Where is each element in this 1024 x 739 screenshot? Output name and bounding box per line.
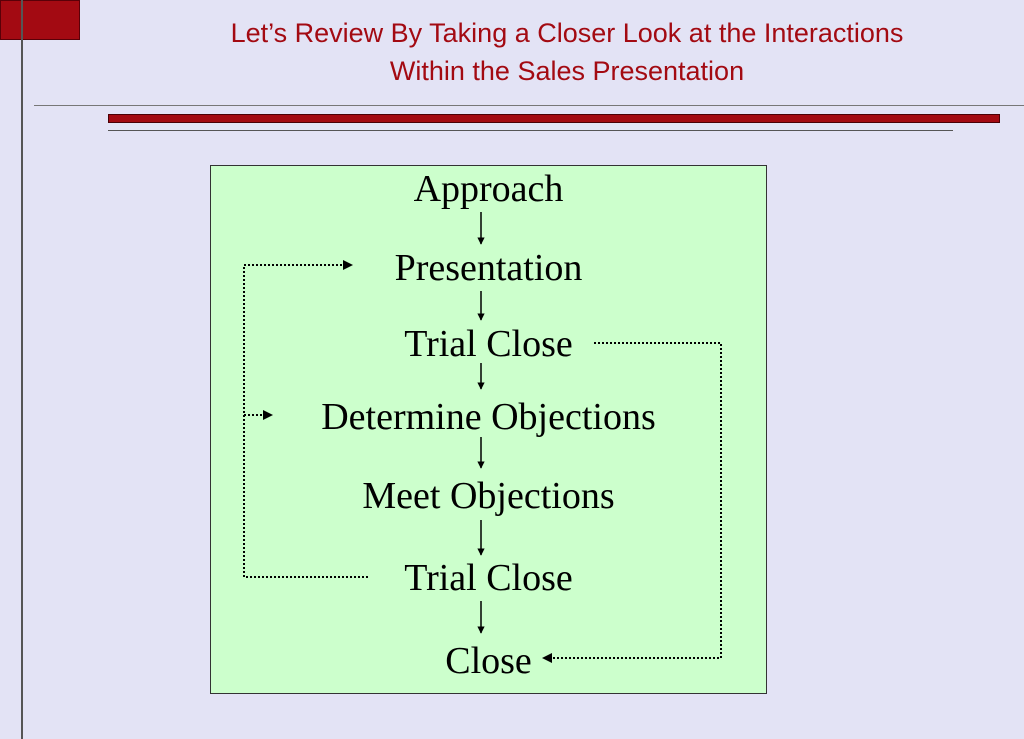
step-approach: Approach bbox=[413, 168, 564, 210]
thin-accent-rule bbox=[108, 130, 953, 131]
corner-accent-block bbox=[0, 0, 80, 40]
slide-title-line-1: Let’s Review By Taking a Closer Look at … bbox=[230, 18, 904, 48]
step-meet-objections: Meet Objections bbox=[362, 475, 615, 517]
left-vertical-rule bbox=[21, 0, 23, 739]
slide-title-line-2: Within the Sales Presentation bbox=[389, 56, 745, 86]
step-determine-objections: Determine Objections bbox=[321, 396, 656, 438]
title-underline-rule bbox=[34, 105, 1024, 106]
step-trial-close-second: Trial Close bbox=[404, 557, 573, 599]
step-presentation: Presentation bbox=[394, 247, 583, 289]
slide-title: Let’s Review By Taking a Closer Look at … bbox=[110, 14, 1024, 90]
step-trial-close-first: Trial Close bbox=[404, 323, 573, 365]
red-accent-bar bbox=[108, 114, 1000, 123]
step-close: Close bbox=[445, 640, 532, 682]
